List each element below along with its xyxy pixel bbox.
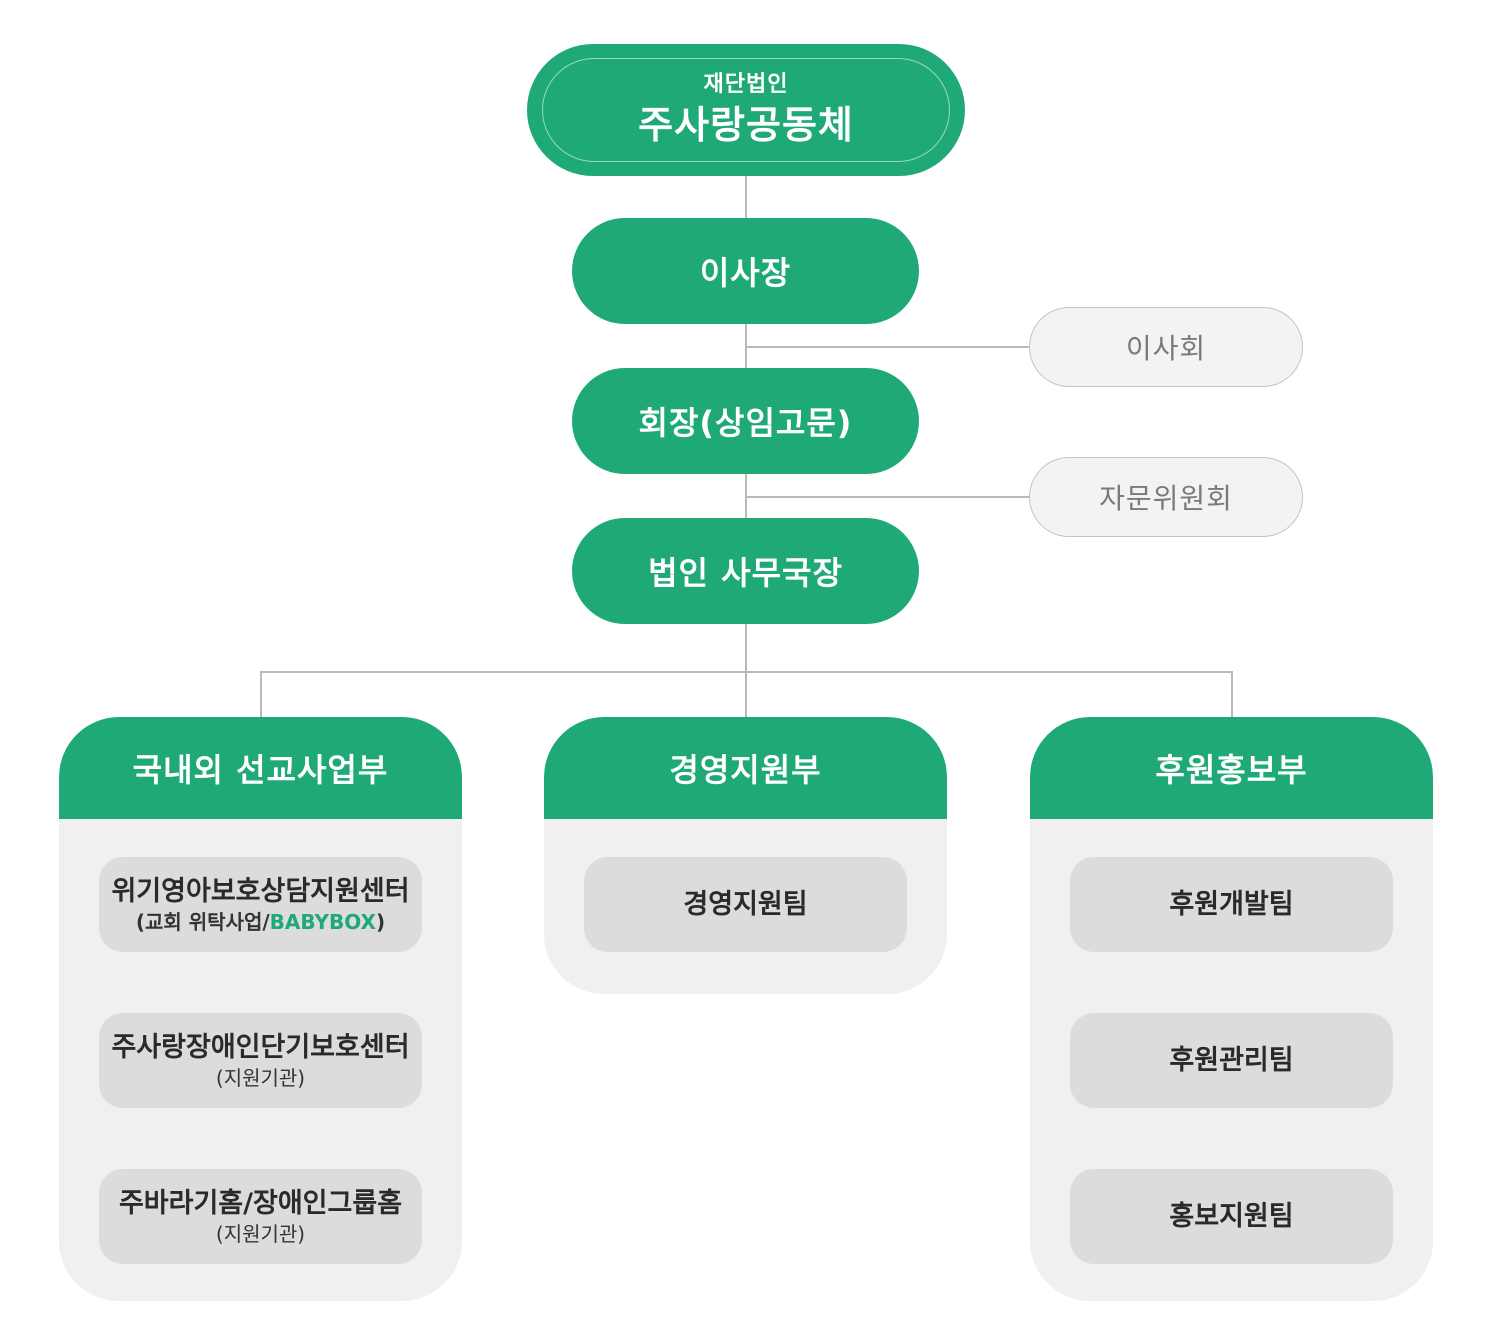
- connector-president-secretary: [745, 473, 747, 518]
- team-disabled-care-center: 주사랑장애인단기보호센터 (지원기관): [99, 1013, 422, 1108]
- connector-chairman-president: [745, 323, 747, 368]
- board-node: 이사회: [1029, 307, 1303, 387]
- connector-board: [745, 346, 1030, 348]
- root-text: 재단법인 주사랑공동체: [638, 70, 854, 150]
- connector-advisory: [745, 496, 1030, 498]
- team-group-home: 주바라기홈/장애인그룹홈 (지원기관): [99, 1169, 422, 1264]
- root-subtitle: 재단법인: [703, 72, 789, 97]
- president-node: 회장(상임고문): [572, 368, 919, 474]
- department-title: 후원홍보부: [1030, 717, 1433, 819]
- team-note: (지원기관): [215, 1065, 306, 1090]
- root-node: 재단법인 주사랑공동체: [527, 44, 965, 176]
- connector-horizontal-branch: [260, 671, 1232, 673]
- team-note-suffix: ): [375, 909, 386, 934]
- team-sponsor-management: 후원관리팀: [1070, 1013, 1393, 1108]
- department-mission: 국내외 선교사업부 위기영아보호상담지원센터 (교회 위탁사업/BABYBOX)…: [59, 717, 462, 1301]
- department-title: 국내외 선교사업부: [59, 717, 462, 819]
- connector-dept-left: [260, 671, 262, 718]
- department-management: 경영지원부 경영지원팀: [544, 717, 947, 994]
- department-sponsorship: 후원홍보부 후원개발팀 후원관리팀 홍보지원팀: [1030, 717, 1433, 1301]
- team-note: (교회 위탁사업/BABYBOX): [136, 909, 385, 935]
- advisory-committee-node: 자문위원회: [1029, 457, 1303, 537]
- connector-root-chairman: [745, 176, 747, 218]
- chairman-node: 이사장: [572, 218, 919, 324]
- team-note-accent: BABYBOX: [269, 909, 376, 934]
- team-note: (지원기관): [215, 1221, 306, 1246]
- secretary-general-node: 법인 사무국장: [572, 518, 919, 624]
- team-name: 후원관리팀: [1169, 1044, 1294, 1076]
- team-name: 주바라기홈/장애인그룹홈: [118, 1187, 403, 1219]
- team-name: 경영지원팀: [683, 888, 808, 920]
- team-management-support: 경영지원팀: [584, 857, 907, 952]
- team-name: 홍보지원팀: [1169, 1200, 1294, 1232]
- team-crisis-infant-center: 위기영아보호상담지원센터 (교회 위탁사업/BABYBOX): [99, 857, 422, 952]
- team-sponsor-development: 후원개발팀: [1070, 857, 1393, 952]
- department-title: 경영지원부: [544, 717, 947, 819]
- team-name: 주사랑장애인단기보호센터: [111, 1031, 410, 1063]
- root-inner-border: [542, 58, 950, 162]
- team-name: 후원개발팀: [1169, 888, 1294, 920]
- team-note-prefix: (교회 위탁사업/: [135, 909, 270, 934]
- team-pr-support: 홍보지원팀: [1070, 1169, 1393, 1264]
- team-name: 위기영아보호상담지원센터: [111, 875, 410, 907]
- connector-dept-right: [1231, 671, 1233, 718]
- root-title: 주사랑공동체: [638, 103, 854, 147]
- connector-secretary-branch: [745, 623, 747, 718]
